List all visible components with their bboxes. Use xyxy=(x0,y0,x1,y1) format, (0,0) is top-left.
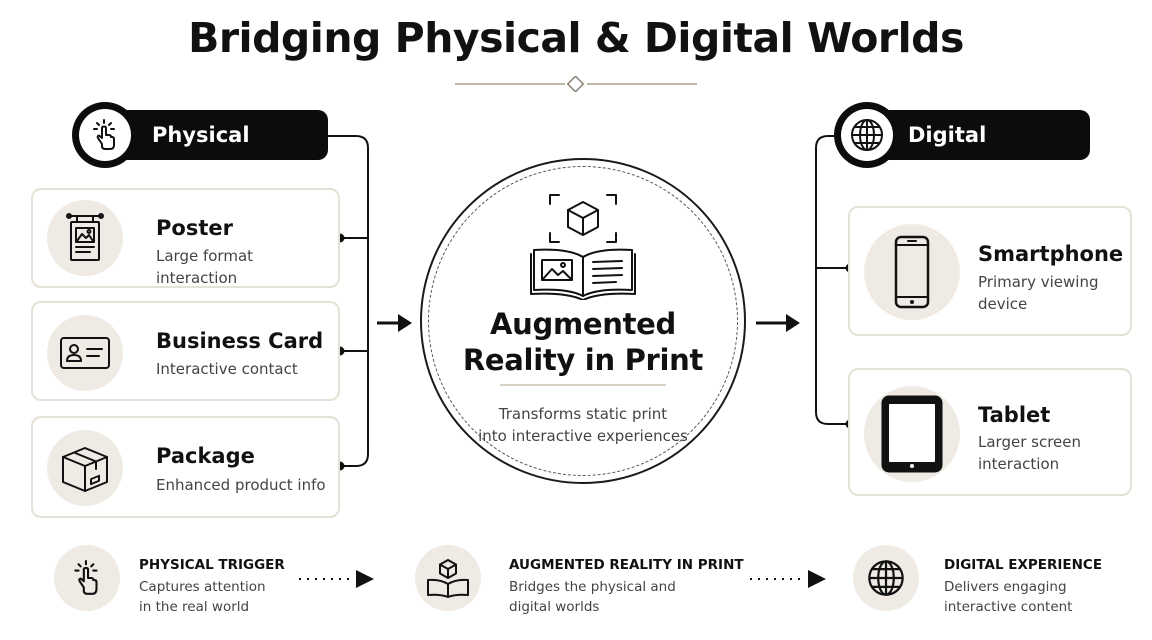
book-cube-icon xyxy=(427,559,469,598)
business-card-title: Business Card xyxy=(156,329,324,353)
footer-ar-print-disc xyxy=(415,545,481,611)
center-title: Augmented Reality in Print xyxy=(440,306,726,378)
poster-icon xyxy=(66,213,104,261)
footer-ar-print-desc: Bridges the physical and digital worlds xyxy=(509,577,676,617)
smartphone-title: Smartphone xyxy=(978,242,1124,266)
footer-physical-trigger-line1: Captures attention xyxy=(139,579,266,595)
physical-trigger-badge xyxy=(72,102,138,168)
tap-hand-icon xyxy=(74,560,98,595)
poster-card[interactable]: Poster Large format interaction xyxy=(31,188,340,288)
tablet-card[interactable]: Tablet Larger screen interaction xyxy=(848,368,1132,496)
footer-digital-experience-line2: interactive content xyxy=(944,599,1073,615)
smartphone-subtitle: Primary viewing device xyxy=(978,271,1098,315)
footer-physical-trigger-disc xyxy=(54,545,120,611)
tablet-title: Tablet xyxy=(978,403,1051,427)
package-subtitle: Enhanced product info xyxy=(156,476,326,494)
center-divider xyxy=(500,384,666,386)
center-inner-dashed-ring xyxy=(428,166,738,476)
poster-icon-disc xyxy=(47,200,123,276)
center-desc-line2: into interactive experiences xyxy=(478,427,688,445)
digital-experience-badge xyxy=(834,102,900,168)
footer-ar-print-title: AUGMENTED REALITY IN PRINT xyxy=(509,557,744,573)
tablet-icon xyxy=(881,395,943,473)
center-desc-line1: Transforms static print xyxy=(498,405,668,423)
center-description: Transforms static print into interactive… xyxy=(460,403,706,447)
footer-physical-trigger-title: PHYSICAL TRIGGER xyxy=(139,557,285,573)
physical-trigger-label: Physical Trigger xyxy=(152,123,250,197)
footer-digital-experience-title: DIGITAL EXPERIENCE xyxy=(944,557,1103,573)
footer-ar-print-line1: Bridges the physical and xyxy=(509,579,676,595)
package-icon-disc xyxy=(47,430,123,506)
package-card[interactable]: Package Enhanced product info xyxy=(31,416,340,518)
digital-experience-label: Digital Experience xyxy=(908,123,1039,197)
business-card-subtitle: Interactive contact xyxy=(156,360,298,378)
page-title: Bridging Physical & Digital Worlds xyxy=(188,14,964,62)
package-title: Package xyxy=(156,444,255,468)
poster-subtitle: Large format interaction xyxy=(156,247,254,287)
tablet-icon-disc xyxy=(864,386,960,482)
footer-digital-experience-disc xyxy=(853,545,919,611)
title-divider xyxy=(455,76,697,92)
center-title-line2: Reality in Print xyxy=(462,343,704,377)
footer-physical-trigger-line2: in the real world xyxy=(139,599,250,615)
business-card-card[interactable]: Business Card Interactive contact xyxy=(31,301,340,401)
package-box-icon xyxy=(62,447,108,492)
business-card-icon xyxy=(60,337,110,369)
footer-digital-experience-line1: Delivers engaging xyxy=(944,579,1067,595)
smartphone-card[interactable]: Smartphone Primary viewing device xyxy=(848,206,1132,336)
footer-digital-experience-desc: Delivers engaging interactive content xyxy=(944,577,1072,617)
smartphone-icon-disc xyxy=(864,224,960,320)
poster-title: Poster xyxy=(156,216,233,240)
tablet-subtitle-line1: Larger screen xyxy=(978,433,1082,451)
business-card-icon-disc xyxy=(47,315,123,391)
tablet-subtitle-line2: interaction xyxy=(978,455,1060,473)
center-title-line1: Augmented xyxy=(490,307,676,341)
digital-experience-pill: Digital Experience xyxy=(866,110,1090,197)
smartphone-subtitle-line1: Primary viewing xyxy=(978,273,1099,291)
ar-book-cube-icon xyxy=(530,194,636,300)
smartphone-icon xyxy=(894,235,930,309)
globe-icon xyxy=(868,560,904,596)
tablet-subtitle: Larger screen interaction xyxy=(978,431,1081,475)
smartphone-subtitle-line2: device xyxy=(978,295,1028,313)
tap-hand-icon xyxy=(93,119,115,150)
physical-trigger-pill: Physical Trigger xyxy=(106,110,328,197)
globe-icon xyxy=(851,119,883,151)
footer-physical-trigger-desc: Captures attention in the real world xyxy=(139,577,266,617)
footer-ar-print-line2: digital worlds xyxy=(509,599,600,615)
